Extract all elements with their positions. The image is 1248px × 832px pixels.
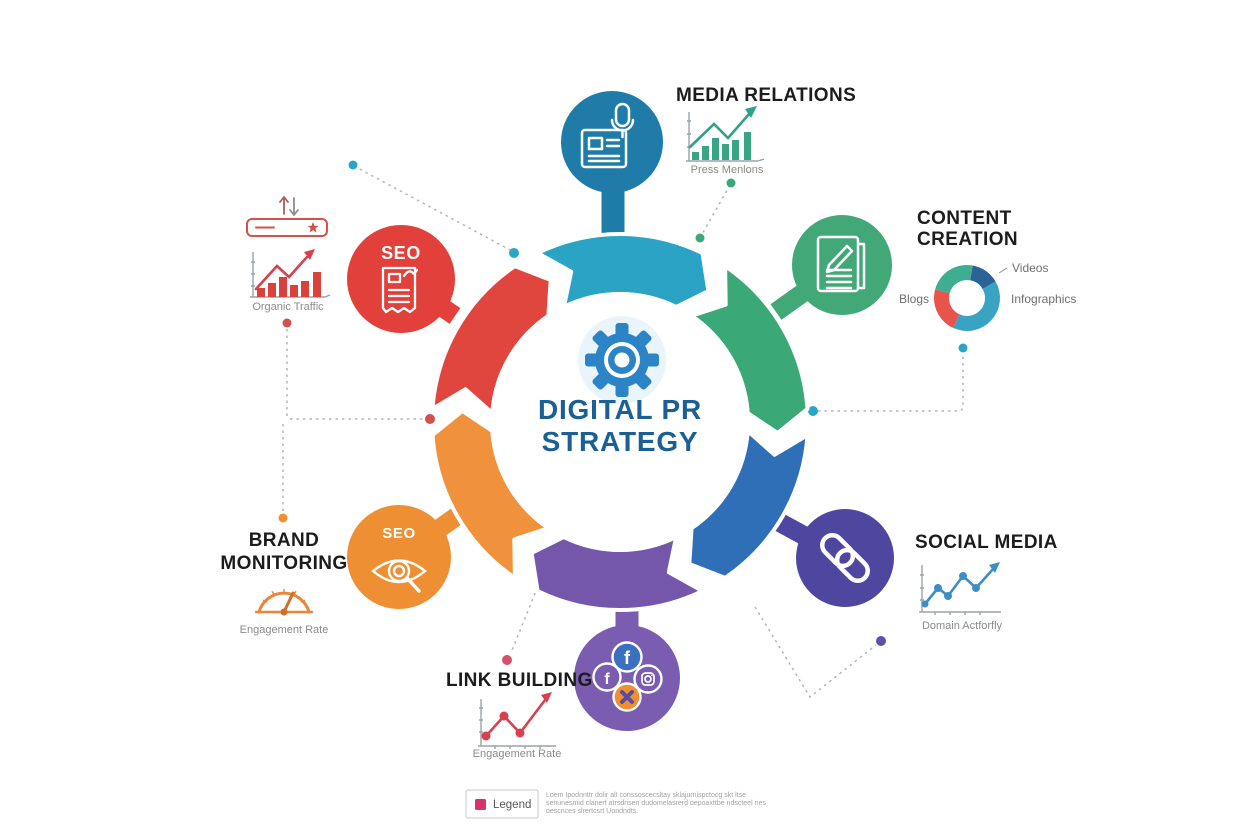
brand-monitoring-heading-line2: MONITORING xyxy=(220,553,347,574)
facebook-outline-icon xyxy=(592,662,622,692)
legend-text-line2: senunesmid clanert atrsdrisen dudomelasr… xyxy=(546,800,766,807)
facebook-icon xyxy=(611,641,643,673)
center-title-line2: STRATEGY xyxy=(542,426,699,457)
media-relations-heading: MEDIA RELATIONS xyxy=(676,85,856,106)
media-relations-block: MEDIA RELATIONS Press Menlons xyxy=(676,85,856,176)
facebook-outline-glyph: f xyxy=(604,671,610,688)
link-building-heading: LINK BUILDING xyxy=(446,670,593,691)
star-icon xyxy=(307,222,319,233)
link-building-caption: Engagement Rate xyxy=(473,748,562,760)
engagement-rate-line-chart: Engagement Rate xyxy=(473,692,562,760)
center-title-line1: DIGITAL PR xyxy=(538,394,702,425)
sort-arrows-icon xyxy=(279,196,299,216)
satellite-content-creation xyxy=(792,215,892,315)
brand-monitoring-heading-line1: BRAND xyxy=(249,530,320,551)
seo-badge: SEO xyxy=(382,525,415,542)
instagram-icon xyxy=(633,664,663,694)
legend-block: Legend Loem Ipodnnttr dolir alt conssosc… xyxy=(465,789,766,819)
content-creation-heading-line2: CREATION xyxy=(917,229,1018,250)
organic-traffic-caption: Organic Traffic xyxy=(252,301,324,313)
link-building-block: LINK BUILDING Engagement Rate xyxy=(446,670,593,760)
organic-traffic-bar-chart: Organic Traffic xyxy=(250,249,331,313)
brand-monitoring-caption: Engagement Rate xyxy=(240,624,329,636)
dotted-connectors xyxy=(278,160,968,699)
search-bar-icon xyxy=(246,218,328,237)
seo-badge: SEO xyxy=(381,243,421,263)
legend-text-line3: oescnces slrertcsrt Uondndts. xyxy=(546,808,638,815)
chain-link-icon xyxy=(820,533,870,583)
document-pencil-icon xyxy=(816,235,866,293)
satellite-link-building: f f xyxy=(574,625,680,731)
engagement-gauge: Engagement Rate xyxy=(240,589,329,636)
legend-text-line1: Loem Ipodnnttr dolir alt conssoscecsltay… xyxy=(546,792,746,799)
legend-swatch xyxy=(475,799,486,810)
press-mentions-caption: Press Menlons xyxy=(691,164,764,176)
facebook-glyph: f xyxy=(624,648,631,668)
receipt-icon xyxy=(381,266,419,314)
donut-label-blogs: Blogs xyxy=(899,292,929,306)
brand-monitoring-block: BRAND MONITORING Engagement Rate xyxy=(220,530,347,636)
center-hub: DIGITAL PR STRATEGY xyxy=(490,292,750,552)
press-mentions-bar-chart: Press Menlons xyxy=(686,106,765,176)
gear-icon xyxy=(585,323,659,397)
content-creation-block: CONTENT CREATION Videos Infographics Blo… xyxy=(899,208,1076,331)
legend-label: Legend xyxy=(493,799,531,811)
legend-box xyxy=(465,789,539,819)
domain-authority-line-chart: Domain Actforfly xyxy=(919,562,1003,632)
donut-label-videos: Videos xyxy=(1012,261,1048,275)
social-media-block: SOCIAL MEDIA Domain Actforfly xyxy=(915,532,1058,632)
content-mix-donut-chart: Videos Infographics Blogs xyxy=(899,261,1076,331)
newspaper-microphone-icon xyxy=(580,102,635,169)
satellite-brand-monitoring: SEO xyxy=(347,505,451,609)
social-media-heading: SOCIAL MEDIA xyxy=(915,532,1058,553)
eye-magnifier-icon xyxy=(371,559,427,593)
domain-authority-caption: Domain Actforfly xyxy=(922,620,1003,632)
satellite-media-relations xyxy=(561,91,663,193)
satellite-seo: SEO xyxy=(347,225,455,333)
donut-label-infographics: Infographics xyxy=(1011,292,1076,306)
organic-traffic-block: Organic Traffic xyxy=(246,196,331,313)
satellite-social-media xyxy=(796,509,894,607)
content-creation-heading-line1: CONTENT xyxy=(917,208,1012,229)
